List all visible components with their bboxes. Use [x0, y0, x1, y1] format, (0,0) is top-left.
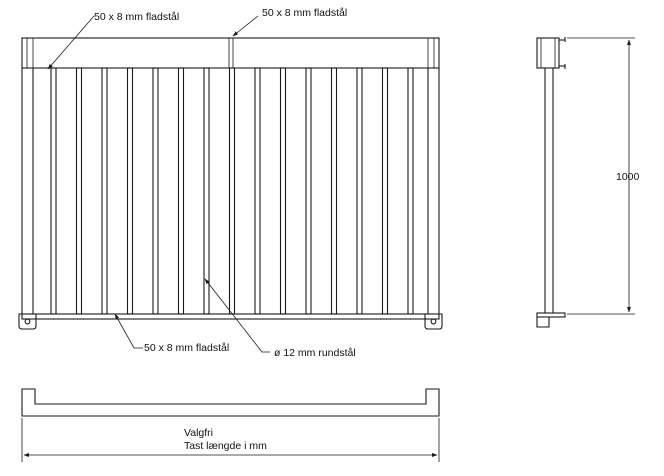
round-bar [177, 67, 185, 315]
round-bar [228, 67, 236, 315]
right-foot-plate [424, 313, 443, 330]
label-top-right: 50 x 8 mm fladstål [262, 7, 347, 19]
round-bar [75, 67, 83, 315]
front-view [18, 37, 443, 330]
top-flat-bar [21, 37, 440, 69]
leader-top-right [232, 15, 259, 37]
round-bar [126, 67, 134, 315]
length-label-line2: Tast længde i mm [184, 440, 267, 452]
side-top-cap [536, 37, 560, 69]
round-bar [152, 67, 159, 315]
leader-bottom-flat [114, 313, 143, 349]
label-bottom-flat: 50 x 8 mm fladstål [144, 342, 229, 354]
round-bar [254, 67, 261, 315]
bottom-flat-bar [21, 313, 440, 320]
side-bottom-plate [536, 312, 566, 318]
round-bar-group [50, 67, 414, 315]
length-label-line1: Valgfri [184, 427, 213, 439]
plan-channel-outline [21, 388, 440, 417]
height-value: 1000 [616, 171, 640, 183]
round-bar [356, 67, 363, 315]
annotations: 50 x 8 mm fladstål 50 x 8 mm fladstål 50… [47, 7, 356, 359]
round-bar [101, 67, 108, 315]
round-bar [381, 67, 389, 315]
side-foot [536, 317, 550, 328]
length-dimension: Valgfri Tast længde i mm [21, 418, 440, 462]
round-bar [305, 67, 312, 315]
plan-view [21, 388, 440, 417]
round-bar [203, 67, 210, 315]
round-bar [50, 67, 57, 315]
left-foot-plate [18, 313, 37, 330]
label-top-left: 50 x 8 mm fladstål [94, 11, 179, 23]
leader-top-left [47, 15, 95, 70]
round-bar [330, 67, 338, 315]
side-view [536, 37, 566, 328]
round-bar [279, 67, 287, 315]
height-dimension: 1000 [567, 37, 640, 315]
label-round-bar: ø 12 mm rundstål [274, 347, 356, 359]
leader-round-bar [204, 278, 270, 353]
round-bar [407, 67, 414, 315]
